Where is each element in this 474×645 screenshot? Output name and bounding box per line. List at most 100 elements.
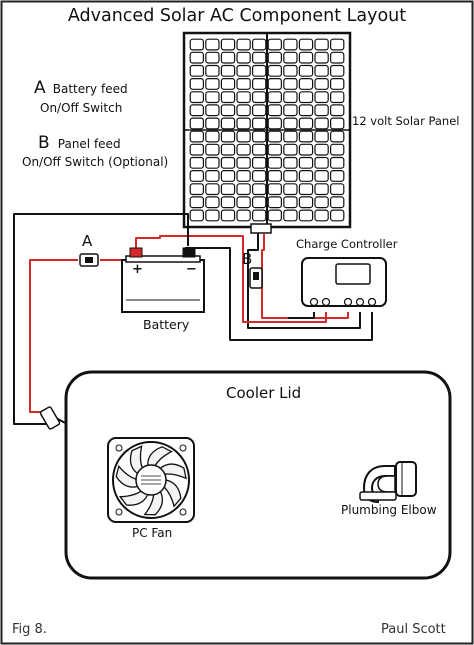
legend-a: A Battery feed [34,78,128,98]
wire-battery-negative-to-fan [13,213,189,425]
solar-cell [205,143,220,156]
solar-cell [330,196,345,209]
solar-cell [205,77,220,90]
switch-b-label: B [242,250,253,268]
solar-cell [314,91,329,104]
solar-cell [220,51,236,64]
solar-cell [236,130,251,143]
solar-cell [236,170,251,182]
legend-b-line1: Panel feed [57,137,121,151]
solar-cell [267,156,283,169]
solar-cell [189,209,204,222]
solar-cell [314,51,329,64]
solar-cell [330,143,345,156]
solar-cell [298,117,314,130]
wire-panel-negative [247,233,361,329]
solar-cell [267,196,283,209]
solar-cell [283,117,298,130]
battery-minus-sign: − [186,262,197,277]
solar-cell [267,130,283,143]
solar-cell [252,130,267,143]
solar-cell [252,156,267,169]
solar-cell [252,196,267,209]
solar-cell [298,64,314,77]
solar-cell [220,156,236,169]
solar-cell [267,183,283,196]
solar-cell [298,51,314,64]
solar-cell [252,183,267,196]
solar-cell [283,183,298,196]
solar-cell [330,170,345,182]
solar-cell [236,104,251,117]
wire-battery-positive-to-controller [135,235,327,323]
solar-cell [252,170,267,182]
solar-cell [298,156,314,169]
solar-cell [252,38,267,51]
solar-cell [236,156,251,169]
solar-cell [283,196,298,209]
solar-cell [314,143,329,156]
solar-cell [283,51,298,64]
solar-cells [189,38,345,222]
figure-label: Fig 8. [12,622,47,637]
solar-cell [205,64,220,77]
fan-blade [147,446,173,467]
solar-cell [283,209,298,222]
battery: + − [121,247,205,313]
solar-cell [314,209,329,222]
solar-cell [330,51,345,64]
pc-fan [107,437,195,523]
solar-cell [283,104,298,117]
solar-cell [236,209,251,222]
solar-cell [220,196,236,209]
solar-cell [205,196,220,209]
solar-cell [189,38,204,51]
legend-a-line2: On/Off Switch [40,101,123,115]
solar-cell [252,104,267,117]
legend-b-letter: B [38,133,50,153]
fan-blade [159,463,187,480]
solar-cell [330,156,345,169]
solar-cell [283,156,298,169]
switch-b[interactable] [249,267,263,289]
page-title: Advanced Solar AC Component Layout [67,6,407,26]
solar-cell [330,183,345,196]
solar-cell [314,77,329,90]
fan-wire-connector [39,406,61,430]
solar-cell [283,143,298,156]
solar-cell [283,130,298,143]
solar-cell [267,77,283,90]
solar-cell [252,209,267,222]
solar-cell [298,143,314,156]
fan-blade [118,490,149,506]
solar-cell [252,91,267,104]
solar-cell [330,77,345,90]
solar-cell [267,51,283,64]
solar-cell [205,170,220,182]
solar-cell [252,51,267,64]
solar-cell [298,196,314,209]
plumbing-elbow-label: Plumbing Elbow [341,503,437,517]
solar-cell [330,38,345,51]
charge-controller-display [335,263,371,285]
plumbing-elbow [359,461,417,504]
legend-a-letter: A [34,78,46,98]
switch-a[interactable] [79,253,99,267]
solar-cell [189,156,204,169]
solar-cell [314,196,329,209]
battery-label: Battery [143,317,190,332]
solar-cell [220,38,236,51]
solar-cell [283,38,298,51]
solar-cell [314,183,329,196]
solar-cell [189,196,204,209]
legend-b-line2: On/Off Switch (Optional) [22,155,169,169]
author-label: Paul Scott [381,622,446,637]
solar-cell [189,183,204,196]
solar-cell [283,64,298,77]
cooler-lid [64,370,452,580]
solar-cell [330,130,345,143]
solar-cell [252,117,267,130]
fan-blade [115,464,139,488]
panel-junction-box [250,223,272,234]
